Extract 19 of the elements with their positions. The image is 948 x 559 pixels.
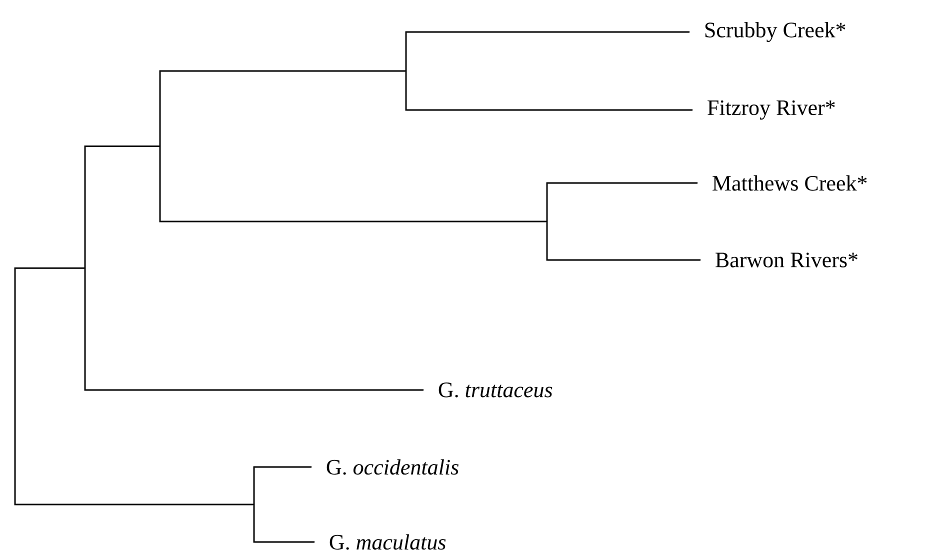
tree-branch	[85, 389, 424, 391]
taxon-label: G. maculatus	[330, 534, 446, 550]
tree-branch	[160, 220, 547, 222]
taxon-label: Scrubby Creek*	[705, 22, 846, 42]
tree-branch	[254, 466, 312, 468]
tree-branch	[160, 70, 406, 72]
taxon-label: Barwon Rivers*	[716, 252, 858, 268]
tree-branch	[406, 109, 693, 111]
tree-branch	[406, 31, 690, 33]
tree-branch	[15, 504, 254, 506]
tree-branch	[254, 541, 315, 543]
tree-branch	[85, 146, 160, 147]
taxon-label: G. occidentalis	[326, 459, 458, 475]
tree-branch	[547, 182, 698, 184]
tree-branch	[15, 267, 85, 269]
taxon-label: G. truttaceus	[438, 382, 552, 398]
taxon-label: Matthews Creek*	[712, 175, 867, 191]
tree-branch	[547, 259, 701, 261]
taxon-label: Fitzroy River*	[708, 100, 835, 120]
